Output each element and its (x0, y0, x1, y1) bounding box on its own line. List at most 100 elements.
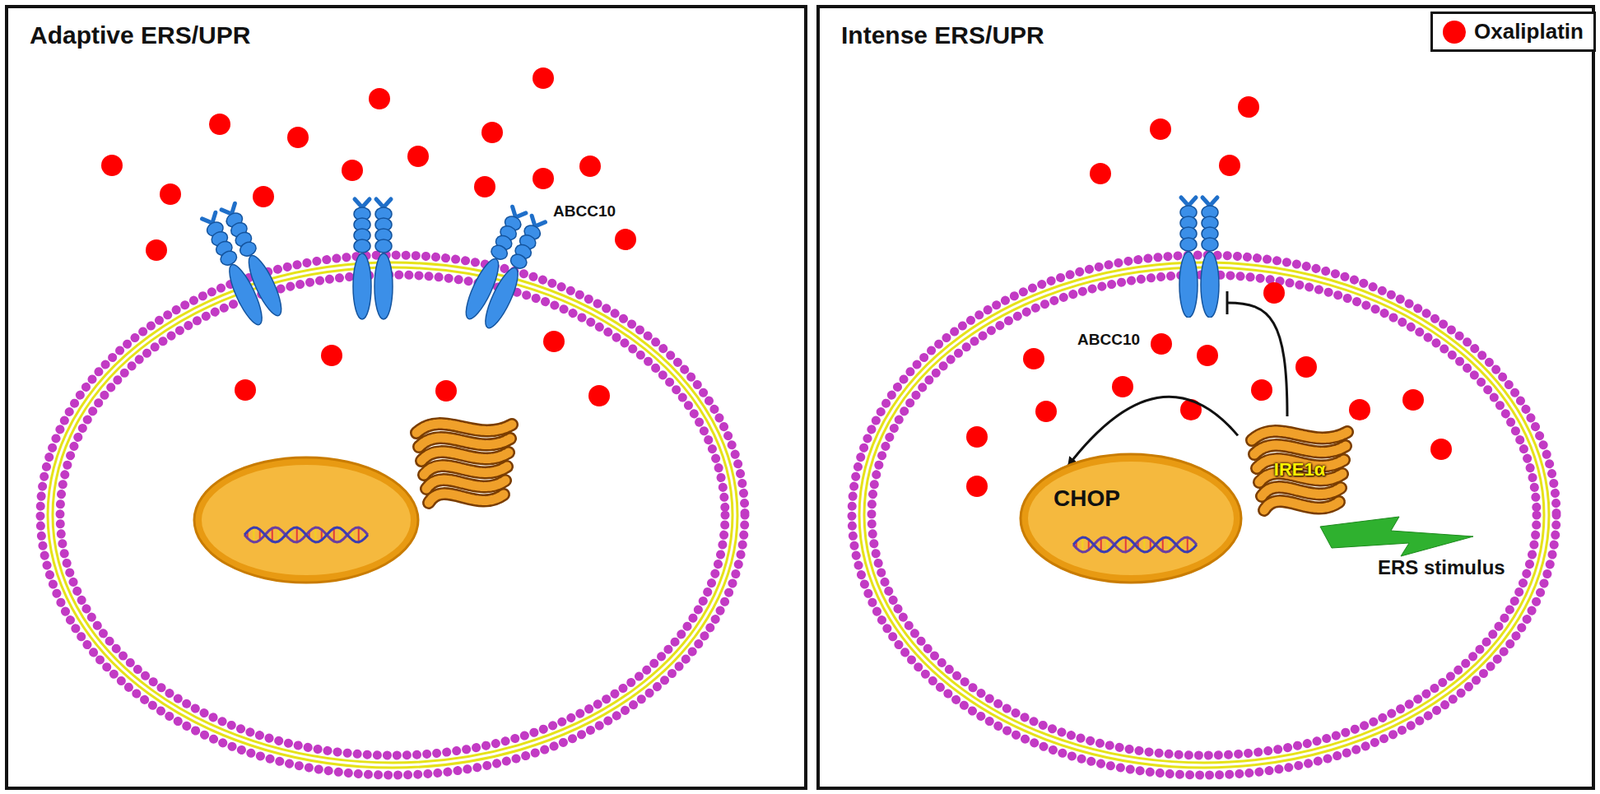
oxaliplatin-dot (252, 186, 275, 208)
er-cisterna-edge (418, 437, 511, 447)
transporter-bead (488, 242, 510, 262)
abcc10-transporter (1179, 197, 1219, 318)
transporter-bead (237, 239, 259, 259)
lipid-heads (60, 274, 726, 756)
oxaliplatin-dot (1430, 438, 1452, 461)
transporter-cap (354, 199, 370, 208)
connector-line (1227, 302, 1288, 417)
dna-strand (1073, 537, 1197, 553)
base-pair (1100, 538, 1103, 552)
base-pair (1186, 537, 1189, 553)
lipid-heads (871, 274, 1537, 756)
ers-stimulus-bolt (1320, 516, 1474, 557)
ers-panel: Intense ERS/UPR ABCC10CHOP IRE1α (816, 4, 1596, 791)
oxaliplatin-dot (1237, 96, 1260, 118)
ers-panel: Adaptive ERS/UPR (4, 4, 808, 791)
base-pair (277, 528, 280, 542)
er-cisterna (426, 479, 506, 489)
er-cisterna (423, 465, 507, 475)
legend-text: Oxaliplatin (1474, 18, 1584, 45)
legend-box: Oxaliplatin (1430, 11, 1596, 52)
protein-label: ABCC10 (1077, 330, 1140, 349)
lipid-heads (40, 255, 745, 776)
oxaliplatin-dot (1295, 356, 1317, 378)
nucleus (194, 457, 419, 583)
transporter-domain (353, 253, 372, 320)
oxaliplatin-dot (101, 154, 123, 177)
membrane-core (47, 262, 738, 768)
transporter-bead (353, 239, 371, 253)
endoplasmic-reticulum (1251, 431, 1348, 511)
oxaliplatin-dot (145, 239, 168, 261)
er-cisterna (418, 437, 511, 447)
oxaliplatin-dot (368, 88, 391, 110)
oxaliplatin-dot (159, 183, 182, 205)
oxaliplatin-dot (532, 67, 554, 89)
base-pair (314, 527, 317, 543)
base-pair (333, 528, 335, 542)
transporter-cap (376, 199, 391, 208)
oxaliplatin-dot (474, 176, 496, 198)
transporter-domain (1179, 251, 1198, 318)
transporter-cap (1202, 197, 1218, 206)
base-pair (1081, 537, 1084, 553)
transporter-bead (218, 248, 239, 268)
oxaliplatin-dot (1150, 333, 1173, 355)
oxaliplatin-dot (234, 379, 256, 401)
oxaliplatin-dot (320, 344, 343, 367)
oxaliplatin-dot (287, 126, 309, 149)
base-pair (1162, 538, 1164, 552)
base-pair (1143, 537, 1145, 553)
base-pair (271, 528, 274, 542)
oxaliplatin-dot (614, 228, 637, 251)
er-cisterna (1261, 487, 1341, 497)
nucleoplasm (1027, 461, 1234, 576)
nuclear-envelope (194, 457, 419, 583)
abcc10-transporter (353, 199, 393, 320)
dna-strand (244, 527, 368, 543)
oxaliplatin-dot (966, 426, 988, 448)
er-cisterna-edge (1261, 487, 1341, 497)
endoplasmic-reticulum (416, 423, 512, 503)
base-pair (252, 527, 255, 543)
transporter-bead (1180, 237, 1197, 252)
transporter-node: ABCC10 (1174, 194, 1224, 318)
protein-label: ABCC10 (553, 202, 616, 221)
transporter-figure (1174, 194, 1224, 318)
oxaliplatin-dot (532, 167, 554, 190)
oxaliplatin-dot (1402, 389, 1424, 411)
er-cisterna-edge (1251, 431, 1348, 441)
oxaliplatin-dot (481, 121, 503, 144)
er-node: IRE1α (1237, 416, 1362, 524)
abcc10-transporter (200, 202, 288, 329)
dna-helix (244, 527, 368, 543)
transporter-cap (1181, 197, 1196, 206)
er-cisterna-edge (421, 451, 509, 461)
gene-label: CHOP (1053, 485, 1121, 512)
membrane-core (52, 267, 733, 763)
inhibition-bar (1226, 291, 1229, 315)
base-pair (358, 527, 360, 543)
dna-helix (1073, 537, 1197, 553)
connector (1227, 291, 1288, 417)
dna-strand (1073, 537, 1197, 553)
transporter-bead (375, 239, 392, 253)
base-pair (296, 527, 298, 543)
base-pair (1125, 537, 1127, 553)
stimulus-label: ERS stimulus (1377, 556, 1506, 580)
nucleoplasm (201, 465, 411, 576)
oxaliplatin-dot (1263, 282, 1285, 304)
panel-title: Intense ERS/UPR (841, 21, 1045, 50)
er-cisterna (1254, 445, 1346, 455)
cell-membrane (40, 255, 745, 776)
oxaliplatin-dot (543, 330, 565, 353)
oxaliplatin-dot (1111, 376, 1134, 398)
oxaliplatin-dot (209, 113, 231, 135)
oxaliplatin-dot (435, 380, 457, 402)
er-cisterna (1264, 501, 1340, 511)
nucleus-figure (1018, 452, 1243, 585)
transporter-bead (1201, 237, 1219, 252)
transporter-bead (508, 251, 530, 271)
